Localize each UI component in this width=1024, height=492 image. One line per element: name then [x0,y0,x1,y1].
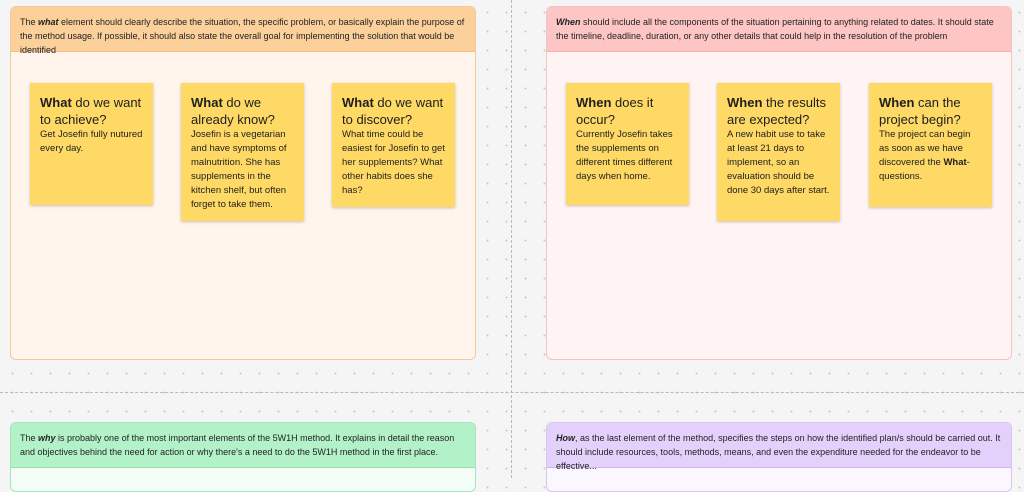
section-how-header: How, as the last element of the method, … [547,423,1011,471]
keyword-when: When [556,17,581,27]
sticky-note-what-achieve[interactable]: What do we want to achieve? Get Josefin … [30,83,153,205]
sticky-question: What do we want to discover? [342,95,444,127]
canvas-divider-horizontal [0,392,1024,393]
section-how[interactable]: How, as the last element of the method, … [546,422,1012,492]
sticky-note-when-results[interactable]: When the results are expected? A new hab… [717,83,840,221]
sticky-answer: Josefin is a vegetarian and have symptom… [191,129,287,210]
section-what-header: The what element should clearly describe… [11,7,475,55]
sticky-question: When can the project begin? [879,95,961,127]
sticky-answer: Currently Josefin takes the supplements … [576,129,673,182]
section-when-header: When should include all the components o… [547,7,1011,52]
sticky-question: When does it occur? [576,95,654,127]
sticky-answer: Get Josefin fully nutured every day. [40,129,143,154]
sticky-answer: What time could be easiest for Josefin t… [342,129,445,196]
section-why-header: The why is probably one of the most impo… [11,423,475,468]
sticky-answer: The project can begin as soon as we have… [879,129,971,182]
keyword-how: How [556,433,575,443]
canvas-divider-vertical [511,0,512,478]
keyword-what: what [38,17,59,27]
sticky-question: What do we already know? [191,95,275,127]
sticky-question: What do we want to achieve? [40,95,142,127]
keyword-why: why [38,433,56,443]
sticky-question: When the results are expected? [727,95,826,127]
sticky-note-when-begin[interactable]: When can the project begin? The project … [869,83,992,207]
sticky-note-what-discover[interactable]: What do we want to discover? What time c… [332,83,455,207]
sticky-note-what-know[interactable]: What do we already know? Josefin is a ve… [181,83,304,221]
sticky-note-when-occur[interactable]: When does it occur? Currently Josefin ta… [566,83,689,205]
sticky-answer: A new habit use to take at least 21 days… [727,129,830,196]
section-why[interactable]: The why is probably one of the most impo… [10,422,476,492]
